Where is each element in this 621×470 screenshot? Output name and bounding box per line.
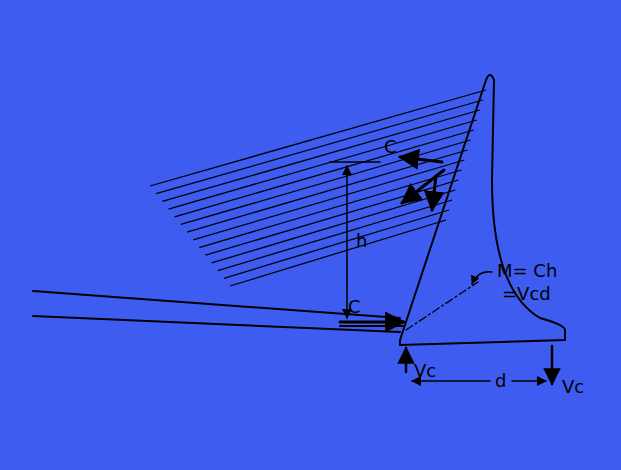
deck-line <box>33 316 400 332</box>
stay-cable <box>187 150 468 232</box>
force-label: C <box>384 138 397 156</box>
reaction-label: Vc <box>562 378 584 396</box>
stay-cable <box>205 180 458 255</box>
force-arrow <box>432 176 436 210</box>
force-arrow <box>402 170 444 203</box>
force-arrow <box>400 157 442 162</box>
force-arrow <box>340 321 404 324</box>
moment-label: =Vcd <box>502 285 551 303</box>
stay-cable <box>150 90 486 186</box>
moment-label: M= Ch <box>497 262 557 280</box>
stay-cable <box>212 190 456 263</box>
stay-cable <box>218 200 452 271</box>
dimension-line <box>412 380 490 382</box>
reaction-arrow <box>551 346 554 384</box>
force-label: C <box>348 298 361 316</box>
reaction-arrow <box>405 348 408 372</box>
dimension-line <box>512 380 546 382</box>
stay-cable <box>181 140 471 224</box>
lever-line <box>406 282 478 330</box>
dimension-line <box>346 166 348 318</box>
dimension-tick <box>330 161 380 163</box>
pylon-outline <box>400 75 565 345</box>
force-arrow <box>340 325 404 327</box>
stay-cable <box>168 120 476 209</box>
reaction-label: Vc <box>414 362 436 380</box>
moment-arrow <box>472 272 492 284</box>
stay-cable <box>230 220 446 286</box>
cable-fan <box>150 90 486 286</box>
stay-cable <box>175 130 474 217</box>
dimension-label: d <box>495 372 506 390</box>
dimension-label: h <box>356 232 367 250</box>
stay-cable <box>224 210 449 278</box>
deck-line <box>33 291 400 318</box>
